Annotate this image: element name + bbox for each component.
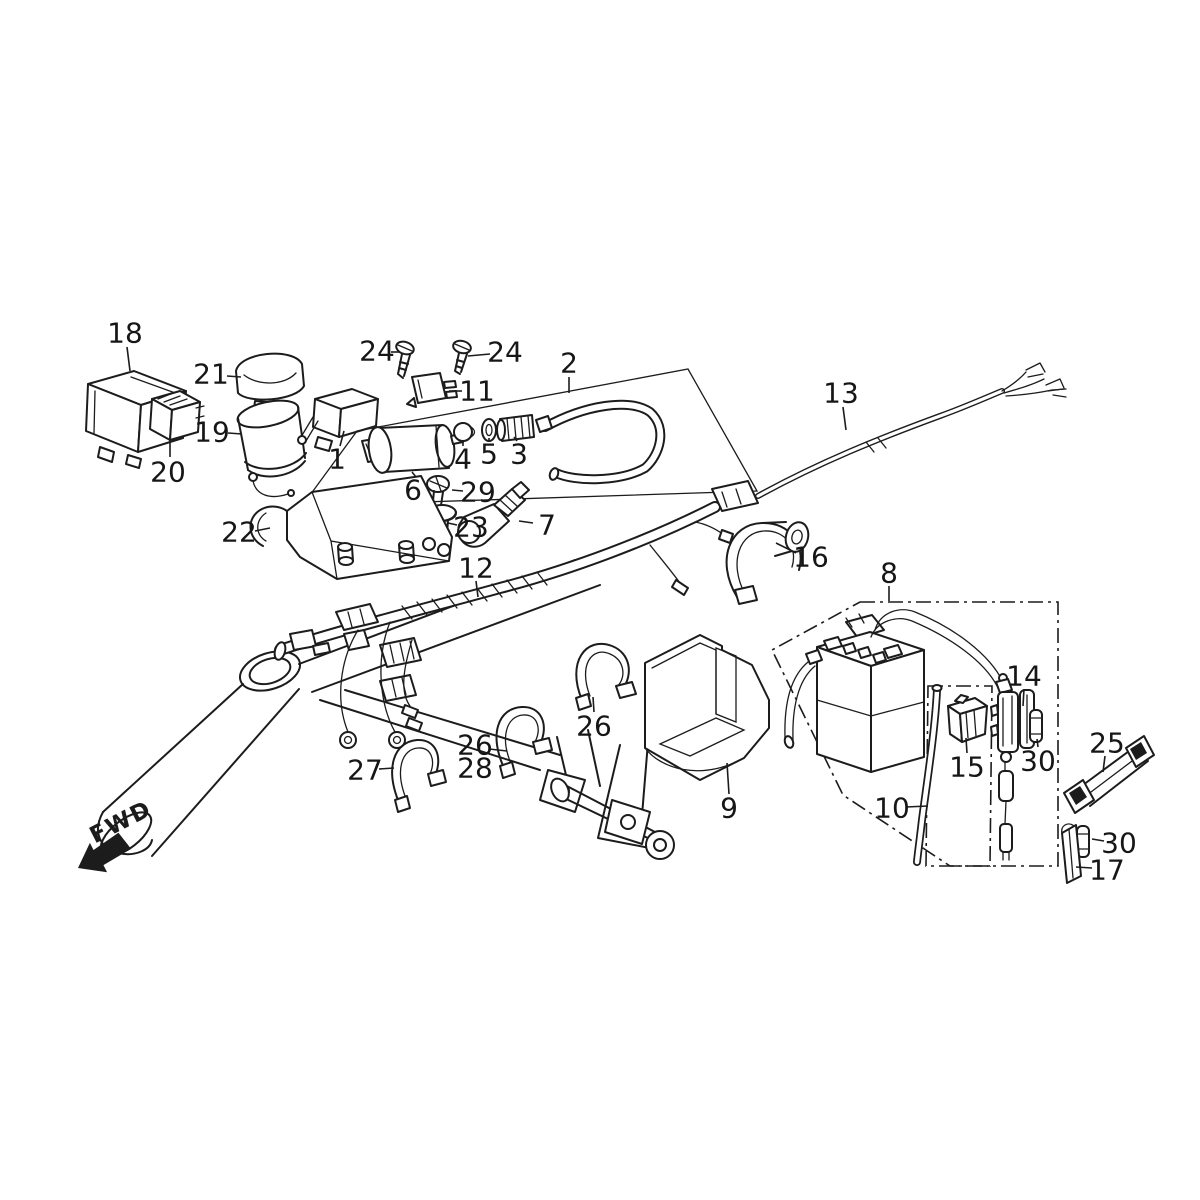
callout-leader-line: [842, 406, 847, 431]
part-number-label: 29: [460, 476, 496, 509]
callout-leader-line: [411, 471, 417, 478]
part-number-label: 5: [480, 438, 498, 471]
part-number-label: 20: [150, 456, 186, 489]
callout-leader-line: [227, 432, 243, 435]
part-26-upper-clamp: [575, 642, 637, 711]
callout-leader-line: [475, 580, 479, 598]
part-number-label: 24: [487, 336, 523, 369]
part-number-label: 18: [107, 317, 143, 350]
callout-leader-line: [592, 696, 595, 713]
part-4: [453, 422, 476, 442]
callout-leader-line: [226, 375, 242, 378]
part-number-label: 30: [1101, 827, 1137, 860]
part-6: [361, 424, 464, 474]
part-15: [947, 694, 988, 743]
callout-leader-line: [451, 489, 464, 492]
part-9: [644, 634, 770, 781]
part-number-label: 27: [347, 754, 383, 787]
part-number-label: 26: [576, 710, 612, 743]
callout-leader-line: [775, 542, 797, 554]
part-number-label: 25: [1089, 727, 1125, 760]
part-number-label: 17: [1089, 854, 1125, 887]
part-19: [236, 399, 307, 498]
callout-leader-line: [513, 436, 518, 442]
part-number-label: 14: [1006, 660, 1042, 693]
part-number-label: 21: [193, 358, 229, 391]
part-number-label: 28: [457, 752, 493, 785]
part-number-label: 10: [874, 792, 910, 825]
part-25: [1063, 735, 1155, 814]
part-number-label: 3: [510, 438, 528, 471]
part-10: [913, 684, 943, 866]
callout-leader-line: [965, 737, 968, 754]
part-number-label: 8: [880, 557, 898, 590]
part-number-label: 15: [949, 751, 985, 784]
part-22: [249, 475, 453, 580]
frame-body: [97, 559, 675, 860]
part-number-label: 19: [194, 416, 230, 449]
part-12-harness: [273, 480, 759, 749]
part-number-label: 24: [359, 335, 395, 368]
part-number-label: 16: [793, 541, 829, 574]
part-13: [755, 362, 1067, 499]
part-30-upper: [1029, 709, 1043, 743]
callout-leader-line: [726, 762, 730, 795]
part-number-label: 7: [538, 509, 556, 542]
part-24-screw-right: [452, 339, 472, 375]
callout-leader-line: [518, 520, 534, 524]
part-16: [725, 521, 810, 605]
part-number-label: 9: [720, 792, 738, 825]
part-number-label: 2: [560, 347, 578, 380]
callout-leader-line: [1075, 866, 1093, 869]
part-number-label: 6: [404, 474, 422, 507]
part-27-clamp: [391, 738, 447, 813]
callout-leader-line: [126, 346, 131, 372]
part-number-label: 23: [453, 511, 489, 544]
callout-leader-line: [1091, 838, 1105, 842]
part-2-box: [300, 368, 759, 507]
part-number-label: 13: [823, 377, 859, 410]
bracket-bumpers: [337, 540, 415, 566]
spark-plug-wire: [535, 399, 666, 485]
part-number-label: 12: [458, 552, 494, 585]
callout-leader-line: [1102, 755, 1106, 773]
part-7: [457, 481, 530, 548]
callout-leader-line: [488, 748, 508, 752]
part-11: [406, 372, 458, 408]
part-number-label: 30: [1020, 745, 1056, 778]
part-17: [1061, 823, 1082, 884]
part-number-label: 1: [328, 443, 346, 476]
part-number-label: 11: [459, 375, 495, 408]
callout-leader-line: [1036, 738, 1039, 748]
callout-leader-line: [905, 805, 929, 808]
part-3: [496, 414, 535, 442]
part-number-label: 22: [221, 516, 257, 549]
part-number-label: 4: [454, 443, 472, 476]
callout-leader-line: [467, 353, 491, 357]
callout-leader-line: [339, 430, 345, 447]
part-1: [297, 388, 379, 452]
callout-leader-line: [1022, 688, 1025, 707]
part-number-label: 26: [457, 729, 493, 762]
callout-leader-line: [447, 522, 458, 526]
part-26-28-clamp: [495, 705, 553, 779]
battery: [783, 609, 1004, 773]
part-24-screw-left: [395, 340, 415, 379]
callout-leader-line: [254, 527, 271, 532]
callout-leader-line: [378, 767, 395, 770]
part-20: [149, 390, 205, 441]
